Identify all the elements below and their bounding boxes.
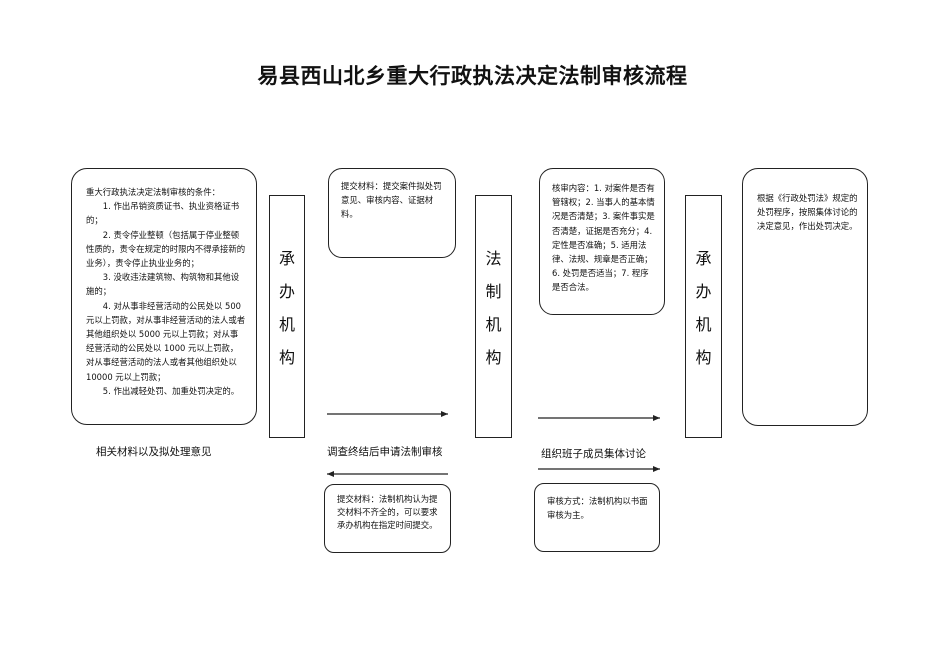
condition-item: 1. 作出吊销资质证书、执业资格证书的； (86, 201, 240, 226)
bar-char: 承 (695, 249, 712, 268)
bar-char: 构 (278, 348, 295, 367)
bar-char: 机 (485, 315, 502, 334)
decision-box: 根据《行政处罚法》规定的处罚程序，按照集体讨论的决定意见，作出处罚决定。 (742, 168, 868, 426)
caption-apply-review: 调查终结后申请法制审核 (327, 446, 443, 458)
resubmit-text: 提交材料：法制机构认为提交材料不齐全的，可以要求承办机构在指定时间提交。 (337, 494, 438, 531)
bar-char: 机 (278, 315, 295, 334)
resubmit-box: 提交材料：法制机构认为提交材料不齐全的，可以要求承办机构在指定时间提交。 (324, 484, 451, 553)
bar-char: 制 (485, 282, 502, 301)
review-method-text: 审核方式：法制机构以书面审核为主。 (547, 496, 648, 521)
legal-office-bar: 法 制 机 构 (475, 195, 512, 438)
undertaking-unit-bar-left: 承 办 机 构 (269, 195, 305, 438)
condition-item: 2. 责令停业整顿（包括属于停业整顿性质的，责令在规定的时限内不得承接新的业务）… (86, 229, 246, 269)
condition-item: 4. 对从事非经营活动的公民处以 500 元以上罚款，对从事非经营活动的法人或者… (86, 300, 246, 382)
page-title: 易县西山北乡重大行政执法决定法制审核流程 (257, 64, 688, 88)
review-content-box: 核审内容：1. 对案件是否有管辖权；2. 当事人的基本情况是否清楚；3. 案件事… (539, 168, 665, 315)
bar-char: 构 (485, 348, 502, 367)
review-method-box: 审核方式：法制机构以书面审核为主。 (534, 483, 660, 552)
bar-char: 办 (695, 282, 712, 301)
submit-materials-text: 提交材料：提交案件拟处罚意见、审核内容、证据材料。 (341, 181, 442, 220)
submit-materials-box: 提交材料：提交案件拟处罚意见、审核内容、证据材料。 (328, 168, 456, 258)
undertaking-unit-bar-right: 承 办 机 构 (685, 195, 722, 438)
conditions-box: 重大行政执法决定法制审核的条件： 1. 作出吊销资质证书、执业资格证书的； 2.… (71, 168, 257, 425)
bar-char: 构 (695, 348, 712, 367)
condition-item: 3. 没收违法建筑物、构筑物和其他设施的； (86, 272, 240, 297)
caption-materials-opinion: 相关材料以及拟处理意见 (96, 446, 212, 458)
bar-char: 机 (695, 315, 712, 334)
conditions-list: 重大行政执法决定法制审核的条件： 1. 作出吊销资质证书、执业资格证书的； 2.… (86, 185, 246, 398)
review-content-text: 核审内容：1. 对案件是否有管辖权；2. 当事人的基本情况是否清楚；3. 案件事… (552, 183, 655, 293)
bar-char: 法 (485, 249, 502, 268)
conditions-heading: 重大行政执法决定法制审核的条件： (86, 187, 220, 197)
bar-char: 承 (278, 249, 295, 268)
condition-item: 5. 作出减轻处罚、加重处罚决定的。 (102, 385, 240, 396)
caption-group-discussion: 组织班子成员集体讨论 (541, 448, 646, 460)
decision-text: 根据《行政处罚法》规定的处罚程序，按照集体讨论的决定意见，作出处罚决定。 (757, 193, 858, 232)
bar-char: 办 (278, 282, 295, 301)
